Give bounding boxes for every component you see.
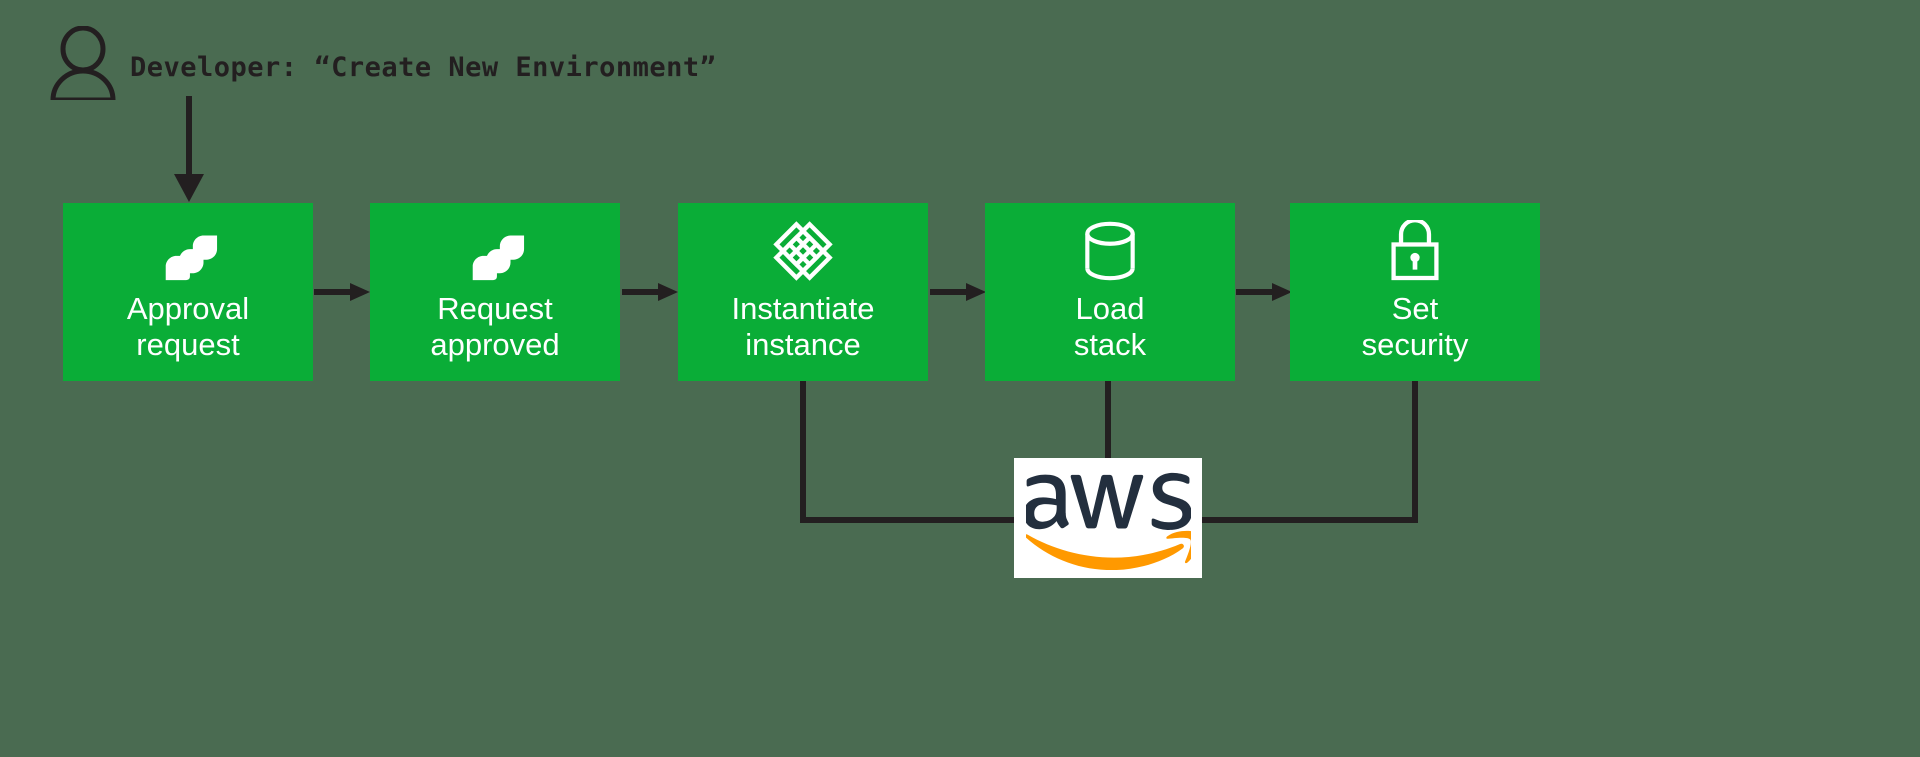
node-label-line1: Approval [126,291,250,326]
node-label-line2: instance [745,327,861,362]
person-icon [48,25,118,103]
node-instantiate-instance[interactable]: Instantiate instance [678,203,928,381]
node-load-stack[interactable]: Load stack [985,203,1235,381]
padlock-icon [1388,220,1442,282]
node-label-line2: approved [430,327,560,362]
node-label: Set security [1362,291,1469,363]
instana-lattice-icon [769,220,837,282]
arrow-request-approved-to-instantiate-instance [622,283,678,301]
jira-icon [157,220,219,282]
node-label-line2: stack [1073,327,1147,362]
node-label-line2: request [136,327,240,362]
node-label-line1: Instantiate [731,291,875,326]
arrow-instantiate-instance-to-load-stack [930,283,986,301]
node-label: Instantiate instance [731,291,874,363]
node-label: Load stack [1074,291,1146,363]
arrow-load-stack-to-set-security [1236,283,1292,301]
database-icon [1081,220,1139,282]
node-label: Request approved [430,291,559,363]
node-label: Approval request [127,291,249,363]
node-request-approved[interactable]: Request approved [370,203,620,381]
node-label-line1: Request [437,291,553,326]
aws-logo-icon[interactable] [1014,458,1202,578]
node-label-line1: Set [1391,291,1439,326]
node-label-line2: security [1361,327,1469,362]
arrow-approval-request-to-request-approved [314,283,370,301]
developer-request-label: Developer: “Create New Environment” [130,52,717,83]
node-approval-request[interactable]: Approval request [63,203,313,381]
node-set-security[interactable]: Set security [1290,203,1540,381]
arrow-developer-to-approval-request [172,96,206,204]
node-label-line1: Load [1075,291,1145,326]
jira-icon [464,220,526,282]
